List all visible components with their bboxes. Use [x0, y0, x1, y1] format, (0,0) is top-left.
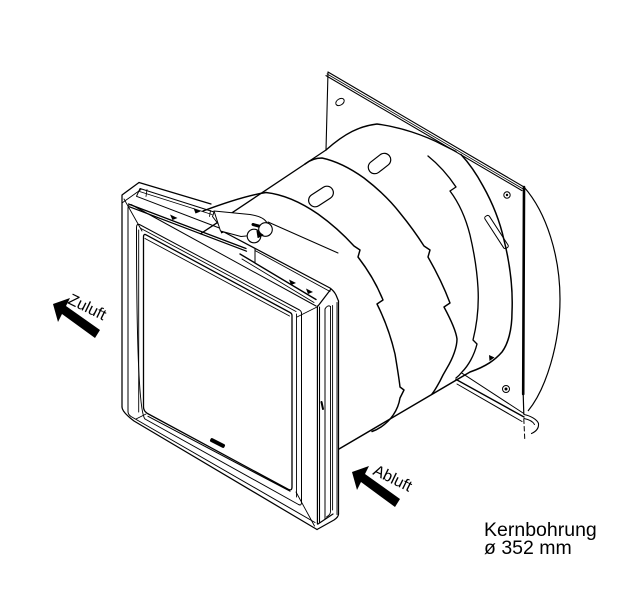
svg-text:ø 352 mm: ø 352 mm — [484, 537, 572, 559]
svg-text:Kernbohrung: Kernbohrung — [484, 519, 597, 541]
